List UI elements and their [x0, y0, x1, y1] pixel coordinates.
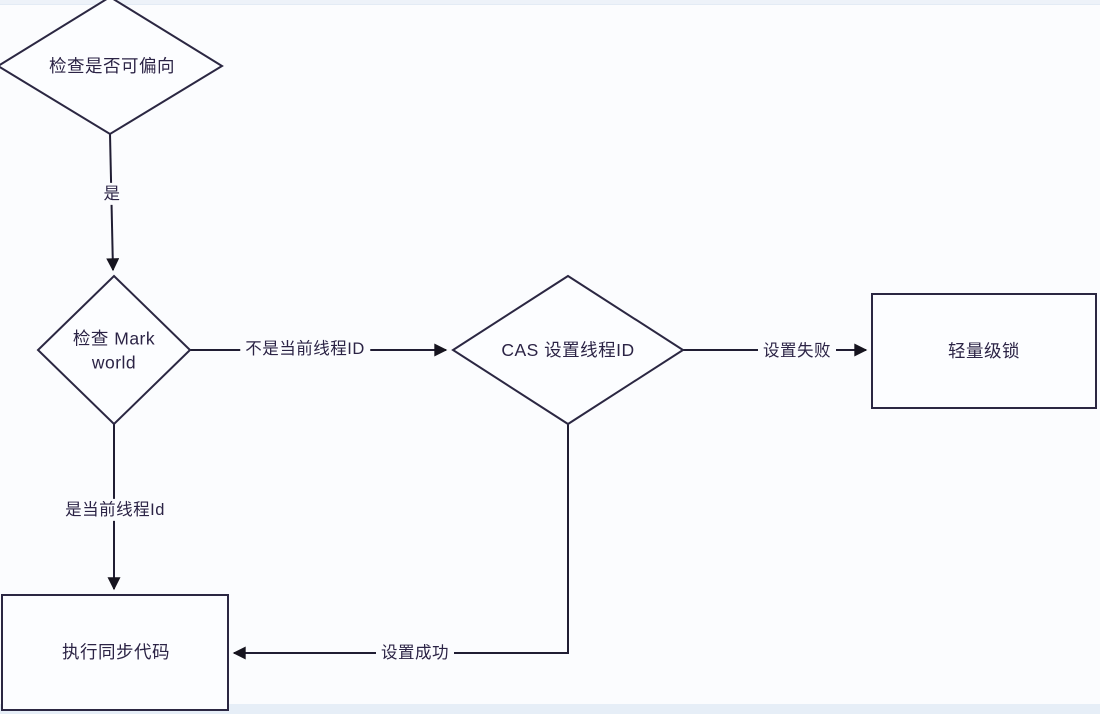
edge-is-current-thread-id-label: 是当前线程Id	[60, 498, 170, 522]
edge-set-failed-label: 设置失败	[758, 339, 836, 363]
decision-cas-set-thread-id-shape	[451, 274, 685, 426]
decision-check-mark-word-label: 检查 Mark world	[73, 327, 155, 374]
process-execute-sync-code-label: 执行同步代码	[62, 642, 170, 663]
process-lightweight-lock-label: 轻量级锁	[948, 341, 1020, 362]
decision-check-mark-word-label-line2: world	[91, 352, 137, 372]
edge-set-success-line	[232, 424, 569, 660]
decision-check-biasable-label: 检查是否可偏向	[49, 56, 175, 77]
bottom-edge-strip	[0, 704, 1100, 714]
edge-set-success-label: 设置成功	[376, 641, 454, 665]
decision-check-mark-word-label-line1: 检查 Mark	[72, 328, 156, 349]
decision-check-mark-word-shape	[36, 274, 192, 426]
top-edge-strip	[0, 0, 1100, 5]
process-execute-sync-code-shape	[1, 594, 229, 711]
decision-check-biasable-shape	[0, 0, 224, 136]
edge-yes-label: 是	[98, 182, 126, 206]
edge-not-current-thread-id-label: 不是当前线程ID	[240, 337, 370, 361]
decision-cas-set-thread-id-label: CAS 设置线程ID	[501, 340, 635, 361]
process-lightweight-lock-shape	[871, 293, 1097, 409]
